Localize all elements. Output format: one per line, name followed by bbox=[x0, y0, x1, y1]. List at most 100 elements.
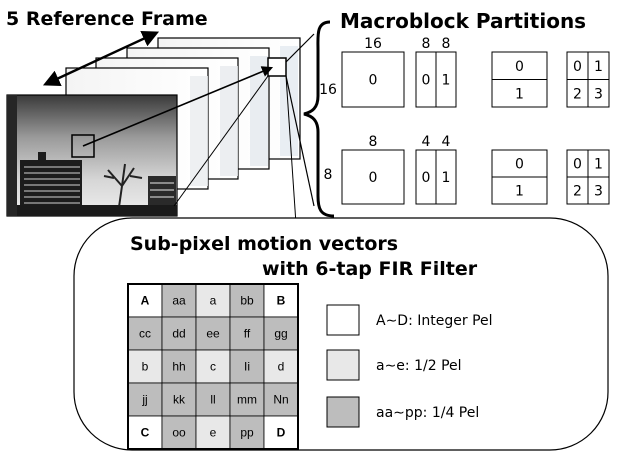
grid-cell-label: dd bbox=[172, 327, 185, 341]
partition-cell: 0 bbox=[422, 170, 431, 186]
grid-cell: b bbox=[127, 349, 163, 384]
grid-cell-label: hh bbox=[172, 360, 185, 374]
partition-cell: 1 bbox=[515, 184, 524, 200]
grid-cell: e bbox=[195, 415, 231, 450]
grid-cell-label: kk bbox=[173, 393, 186, 407]
partition-block: 01 bbox=[491, 149, 548, 205]
partition-brace bbox=[303, 20, 335, 218]
partition-cell: 0 bbox=[369, 170, 378, 186]
partition-cell: 0 bbox=[573, 59, 582, 75]
partition-side-label: 8 bbox=[324, 167, 333, 183]
partition-cell: 1 bbox=[442, 170, 451, 186]
grid-cell: Ii bbox=[229, 349, 265, 384]
partition-cell: 0 bbox=[422, 73, 431, 89]
partition-cell: 3 bbox=[594, 184, 603, 200]
grid-cell: jj bbox=[127, 382, 163, 417]
motion-vector-arrow bbox=[82, 66, 274, 147]
grid-cell-label: B bbox=[277, 294, 286, 308]
subpixel-title-line1: Sub-pixel motion vectors bbox=[130, 233, 398, 255]
grid-cell-label: mm bbox=[237, 393, 257, 407]
grid-cell-label: b bbox=[142, 360, 149, 374]
grid-cell: gg bbox=[263, 316, 299, 351]
grid-cell: bb bbox=[229, 283, 265, 318]
grid-cell-label: ee bbox=[206, 327, 220, 341]
partition-dim-label: 8 bbox=[369, 134, 378, 150]
partition-cell: 1 bbox=[442, 73, 451, 89]
legend-swatch bbox=[326, 396, 360, 428]
zoom-line-lower bbox=[285, 75, 315, 207]
grid-cell: hh bbox=[161, 349, 197, 384]
partition-dim-label: 16 bbox=[364, 36, 382, 52]
grid-cell: C bbox=[127, 415, 163, 450]
grid-cell: ff bbox=[229, 316, 265, 351]
macroblock-partitions-title: Macroblock Partitions bbox=[340, 9, 586, 33]
grid-cell-label: C bbox=[141, 426, 150, 440]
grid-cell-label: c bbox=[210, 360, 216, 374]
partition-cell: 1 bbox=[594, 59, 603, 75]
grid-cell: B bbox=[263, 283, 299, 318]
partition-block: 08 bbox=[341, 134, 405, 205]
grid-cell: Nn bbox=[263, 382, 299, 417]
grid-cell: D bbox=[263, 415, 299, 450]
partition-cell: 2 bbox=[573, 86, 582, 102]
partition-block: 0 16 bbox=[341, 36, 405, 108]
partition-dim-label: 4 bbox=[422, 134, 431, 150]
subpixel-legend: A∼D: Integer Pel a∼e: 1/2 Pel aa∼pp: 1/4 P… bbox=[326, 304, 493, 428]
grid-cell-label: pp bbox=[240, 426, 254, 440]
grid-cell-label: a bbox=[210, 294, 217, 308]
legend-swatch bbox=[326, 304, 360, 336]
grid-cell-label: bb bbox=[240, 294, 254, 308]
grid-cell: ll bbox=[195, 382, 231, 417]
grid-cell: ee bbox=[195, 316, 231, 351]
grid-cell-label: ff bbox=[244, 327, 251, 341]
grid-cell: c bbox=[195, 349, 231, 384]
grid-cell-label: ll bbox=[210, 393, 215, 407]
grid-cell-label: oo bbox=[172, 426, 186, 440]
partition-block: 01 bbox=[491, 51, 548, 108]
grid-cell-label: d bbox=[278, 360, 285, 374]
grid-cell-label: A bbox=[141, 294, 150, 308]
grid-cell: oo bbox=[161, 415, 197, 450]
legend-item: a∼e: 1/2 Pel bbox=[326, 349, 462, 381]
grid-cell: cc bbox=[127, 316, 163, 351]
grid-cell-label: jj bbox=[141, 393, 147, 407]
grid-cell: d bbox=[263, 349, 299, 384]
partition-dim-label: 8 bbox=[422, 36, 431, 52]
reference-frame-title: 5 Reference Frame bbox=[6, 8, 208, 30]
frame-range-arrow bbox=[42, 31, 160, 86]
partition-cell: 1 bbox=[515, 86, 524, 102]
grid-cell: A bbox=[127, 283, 163, 318]
source-block-marker bbox=[71, 134, 95, 158]
partition-cell: 3 bbox=[594, 86, 603, 102]
grid-cell: a bbox=[195, 283, 231, 318]
grid-cell-label: e bbox=[210, 426, 217, 440]
grid-cell: dd bbox=[161, 316, 197, 351]
grid-cell-label: Nn bbox=[273, 393, 288, 407]
zoom-line-left bbox=[173, 75, 269, 207]
zoom-line-right bbox=[285, 75, 297, 225]
partition-side-label: 16 bbox=[319, 82, 337, 98]
partition-cell: 1 bbox=[594, 157, 603, 173]
grid-border bbox=[127, 283, 299, 450]
partition-cell: 0 bbox=[515, 59, 524, 75]
legend-item: A∼D: Integer Pel bbox=[326, 304, 493, 336]
grid-cell-label: cc bbox=[139, 327, 151, 341]
grid-cell: aa bbox=[161, 283, 197, 318]
partition-cell: 0 bbox=[515, 157, 524, 173]
grid-cell-label: gg bbox=[274, 327, 287, 341]
partition-cell: 2 bbox=[573, 184, 582, 200]
grid-cell-label: D bbox=[277, 426, 286, 440]
grid-cell-label: aa bbox=[172, 294, 186, 308]
reference-block-marker bbox=[267, 57, 287, 77]
partition-cell: 0 bbox=[369, 73, 378, 89]
reference-frame-stack bbox=[6, 31, 301, 217]
legend-label: aa∼pp: 1/4 Pel bbox=[376, 405, 479, 421]
grid-cell: mm bbox=[229, 382, 265, 417]
zoom-line-upper bbox=[285, 33, 315, 63]
reference-frame-photo bbox=[6, 94, 178, 217]
